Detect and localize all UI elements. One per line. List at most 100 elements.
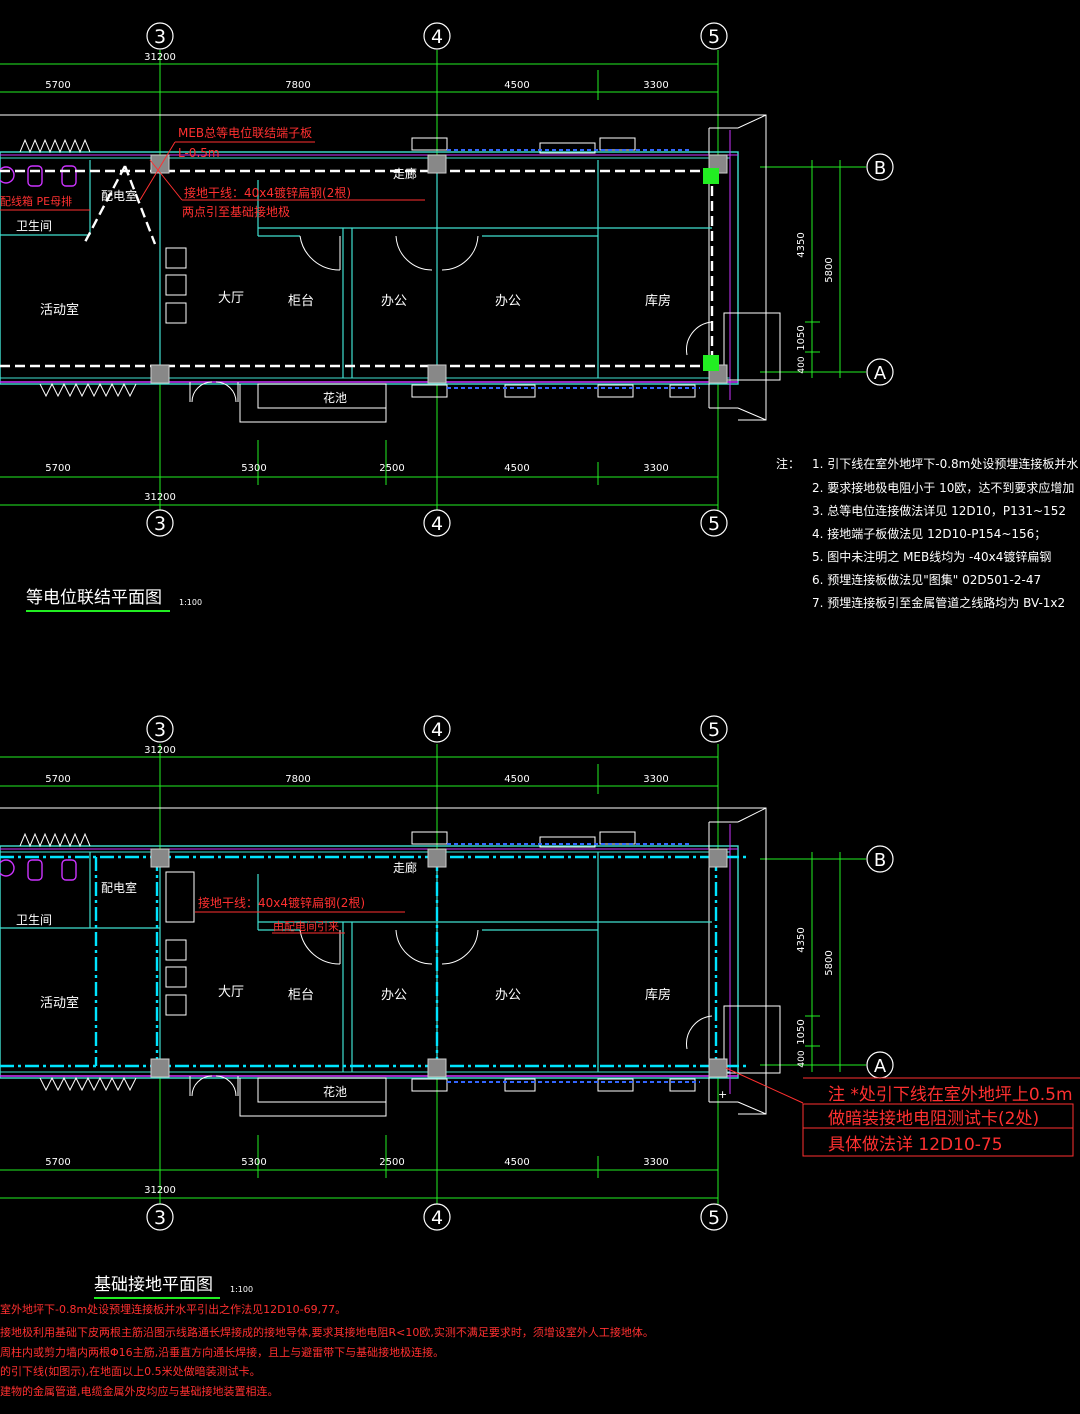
room-label: 走廊 [393,860,417,875]
axis-bubbles-2 [146,715,894,1231]
dim: 4350 [796,927,807,952]
callout-text: 配线箱 PE母排 [0,194,72,208]
test-point-mark: + [718,1088,727,1101]
room-label: 库房 [645,293,671,309]
dim: 3300 [643,80,668,91]
dim: 400 [797,1050,807,1067]
columns-2 [150,848,728,1078]
dim: 7800 [285,774,310,785]
foundation-earthing-plan: + [0,715,1080,1231]
dim: 4500 [504,774,529,785]
row-axis-label: B [874,158,886,179]
room-label: 卫生间 [16,913,52,927]
equipotential-ring [0,165,714,368]
note-line: 1. 引下线在室外地坪下-0.8m处设预埋连接板并水 [812,456,1078,471]
note-line: 3. 总等电位连接做法详见 12D10，P131~152 [812,503,1066,518]
dim: 5700 [45,774,70,785]
room-label: 办公 [381,988,407,1003]
callout-leaders [0,141,425,211]
plan-scale: 1:100 [179,598,202,607]
row-axis-label: A [874,1056,887,1077]
room-label: 办公 [495,294,521,309]
room-label: 活动室 [40,302,79,318]
room-label: 花池 [323,1084,347,1099]
axis-label: 5 [708,513,720,535]
dim: 5700 [45,80,70,91]
room-label: 柜台 [288,294,314,309]
note-line: 5. 图中未注明之 MEB线均为 -40x4镀锌扁钢 [812,549,1051,564]
dim-total: 31200 [144,745,176,756]
room-label: 柜台 [288,988,314,1003]
note-line: 接地极利用基础下皮两根主筋沿图示线路通长焊接成的接地导体,要求其接地电阻R<10… [0,1325,654,1339]
note-line: 室外地坪下-0.8m处设预埋连接板并水平引出之作法见12D10-69,77。 [0,1302,346,1316]
test-note: 注 *处引下线在室外地坪上0.5m [828,1085,1073,1105]
dim: 5300 [241,463,266,474]
plan-scale: 1:100 [230,1285,253,1294]
room-label: 走廊 [393,166,417,181]
dim-total: 5800 [824,257,835,282]
room-label: 卫生间 [16,219,52,233]
dim-total: 31200 [144,1185,176,1196]
note-line: 7. 预埋连接板引至金属管道之线路均为 BV-1x2 [812,595,1065,610]
plan-title: 基础接地平面图 [94,1275,213,1295]
notes-label: 注： [776,456,800,471]
building-walls-2 [0,807,781,1117]
dim: 4500 [504,1157,529,1168]
axis-label: 4 [431,719,443,741]
dim-total: 31200 [144,492,176,503]
test-note: 做暗装接地电阻测试卡(2处) [828,1109,1039,1129]
room-label: 大厅 [218,291,244,306]
plan-title: 等电位联结平面图 [26,588,162,608]
axis-label: 5 [708,719,720,741]
dimension-lines-2 [0,744,866,1204]
axis-label: 4 [431,513,443,535]
dim: 4500 [504,80,529,91]
row-axis-label: A [874,363,887,384]
dim: 2500 [379,1157,404,1168]
note-line: 4. 接地端子板做法见 12D10-P154~156； [812,526,1046,541]
meb-terminal-boxes [703,168,719,371]
dim-total: 31200 [144,52,176,63]
axis-label: 5 [708,1207,720,1229]
axis-label: 4 [431,26,443,48]
equipotential-plan [0,22,894,537]
dim: 4350 [796,232,807,257]
foundation-earth-conductor [0,855,750,1068]
axis-label: 5 [708,26,720,48]
dim: 1050 [796,325,807,350]
room-label: 活动室 [40,995,79,1011]
dim: 5700 [45,1157,70,1168]
callout-text: 由配电间引来 [273,919,339,933]
dim: 3300 [643,1157,668,1168]
callout-text: MEB总等电位联结端子板 [178,125,312,140]
dim: 1050 [796,1019,807,1044]
axis-label: 3 [154,513,166,535]
note-line: 6. 预埋连接板做法见"图集" 02D501-2-47 [812,572,1041,587]
note-line: 建物的金属管道,电缆金属外皮均应与基础接地装置相连。 [0,1384,279,1398]
room-label: 配电室 [101,188,137,203]
dim: 7800 [285,80,310,91]
test-note: 具体做法详 12D10-75 [828,1135,1003,1155]
room-label: 大厅 [218,985,244,1000]
dim: 2500 [379,463,404,474]
axis-label: 3 [154,719,166,741]
callout-leaders-2 [195,911,1080,1157]
axis-label: 4 [431,1207,443,1229]
dimension-lines [0,50,866,510]
dim-total: 5800 [824,950,835,975]
dim: 3300 [643,463,668,474]
dim: 5300 [241,1157,266,1168]
dim: 3300 [643,774,668,785]
dim: 5700 [45,463,70,474]
note-line: 的引下线(如图示),在地面以上0.5米处做暗装测试卡。 [0,1364,261,1378]
dim: 400 [797,356,807,373]
row-axis-label: B [874,850,886,871]
room-label: 配电室 [101,880,137,895]
axis-label: 3 [154,1207,166,1229]
room-label: 库房 [645,987,671,1003]
note-line: 2. 要求接地极电阻小于 10欧，达不到要求应增加 [812,480,1074,495]
axis-label: 3 [154,26,166,48]
callout-text: 接地干线：40x4镀锌扁钢(2根) [184,185,351,200]
room-label: 花池 [323,390,347,405]
callout-text: 接地干线：40x4镀锌扁钢(2根) [198,895,365,910]
